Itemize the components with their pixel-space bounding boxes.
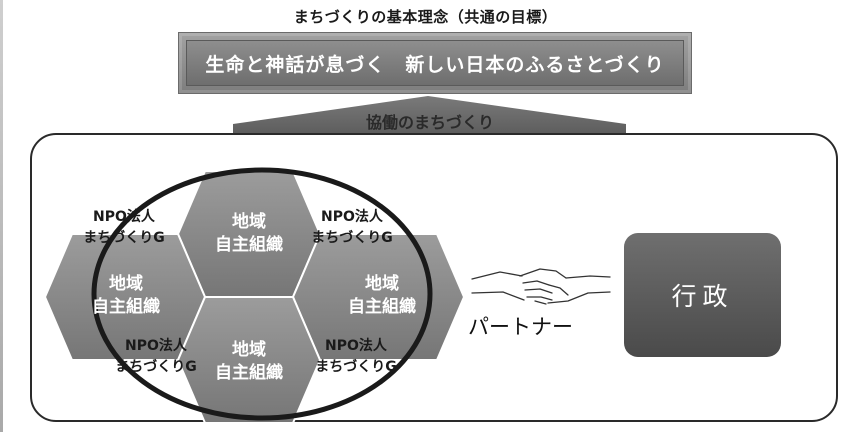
npo-label-top-left: NPO法人 まちづくりG (72, 207, 176, 249)
hexagon-bottom (176, 296, 322, 424)
partner-label: パートナー (468, 315, 573, 339)
common-goal-banner-inner (186, 40, 684, 86)
npo-bottom-right-line1: NPO法人 (325, 338, 387, 354)
hexagon-top-label: 地域 自主組織 (203, 211, 295, 257)
npo-bottom-left-line1: NPO法人 (125, 338, 187, 354)
government-box: 行政 (624, 233, 781, 357)
hexagon-bottom-line1: 地域 (232, 340, 266, 360)
hexagon-top-line1: 地域 (232, 212, 266, 232)
npo-top-left-line1: NPO法人 (93, 209, 155, 225)
npo-label-top-right: NPO法人 まちづくりG (300, 207, 404, 249)
hexagon-left-label: 地域 自主組織 (74, 273, 178, 319)
basic-philosophy-caption: まちづくりの基本理念（共通の目標） (293, 8, 558, 26)
hexagon-bottom-label: 地域 自主組織 (203, 339, 295, 385)
npo-bottom-left-line2: まちづくりG (115, 359, 197, 375)
npo-top-right-line2: まちづくりG (311, 230, 393, 246)
hexagon-top-line2: 自主組織 (215, 235, 283, 255)
common-goal-banner: 生命と神話が息づく 新しい日本のふるさとづくり (178, 32, 692, 94)
npo-label-bottom-right: NPO法人 まちづくりG (304, 336, 408, 378)
hexagon-right-line1: 地域 (365, 274, 399, 294)
hexagon-bottom-line2: 自主組織 (215, 363, 283, 383)
hexagon-left-line2: 自主組織 (92, 297, 160, 317)
hexagon-right-label: 地域 自主組織 (330, 273, 434, 319)
community-ellipse (91, 167, 433, 421)
government-label: 行政 (671, 282, 734, 311)
npo-top-left-line2: まちづくりG (83, 230, 165, 246)
collaboration-arrow-label: 協働のまちづくり (365, 113, 494, 132)
upward-arrow-shape (233, 96, 626, 133)
npo-bottom-right-line2: まちづくりG (315, 359, 397, 375)
npo-label-bottom-left: NPO法人 まちづくりG (104, 336, 208, 378)
common-goal-text: 生命と神話が息づく 新しい日本のふるさとづくり (205, 53, 665, 76)
npo-top-right-line1: NPO法人 (321, 209, 383, 225)
hexagon-left-line1: 地域 (109, 274, 143, 294)
left-edge-strip (0, 0, 3, 432)
hexagon-right-line2: 自主組織 (348, 297, 416, 317)
